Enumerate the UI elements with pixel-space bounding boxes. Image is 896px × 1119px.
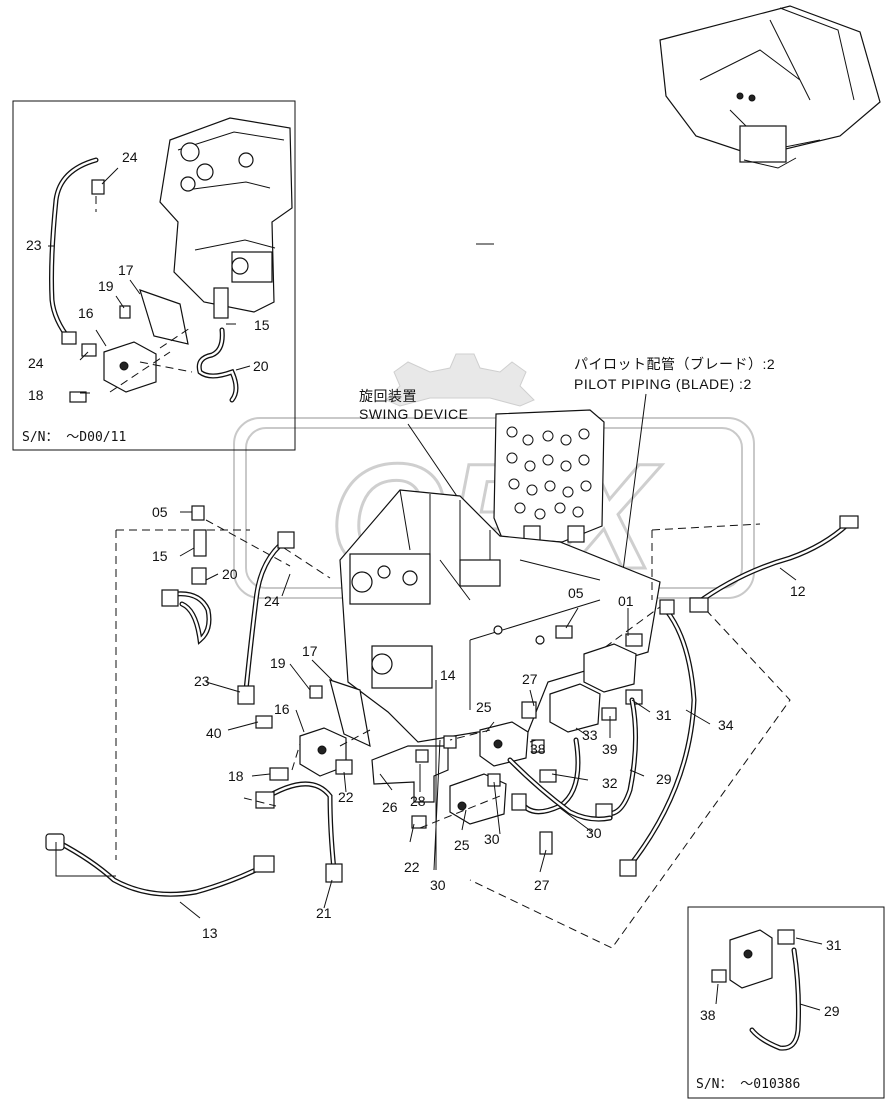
callout-05a: 05 [152,504,168,520]
callout-18: 18 [228,768,244,784]
valve-block-right-upper [549,683,601,733]
swing-device-header-en: SWING DEVICE [359,406,468,422]
callout-27a: 27 [522,671,538,687]
callout-15: 15 [254,317,270,333]
callout-33: 33 [582,727,598,743]
callout-16: 16 [78,305,94,321]
valve-block-01 [583,643,637,693]
callout-17: 17 [118,262,134,278]
callout-13: 13 [202,925,218,941]
inset-frame [12,100,296,451]
callout-24b: 24 [28,355,44,371]
callout-16: 16 [274,701,290,717]
callout-27b: 27 [534,877,550,893]
callout-40: 40 [206,725,222,741]
callout-05b: 05 [568,585,584,601]
callout-31: 31 [826,937,842,953]
inset-bottom-right: S/N： ～010386 31 38 29 [687,906,885,1099]
callout-23: 23 [26,237,42,253]
watermark-gear-icon [385,353,535,407]
callout-14: 14 [440,667,456,683]
callout-20: 20 [253,358,269,374]
inset-serial-number: S/N： ～010386 [696,1077,800,1092]
callout-39: 39 [602,741,618,757]
pilot-valve-block [493,409,605,543]
swing-device-header-jp: 旋回装置 [359,388,417,404]
callout-20: 20 [222,566,238,582]
callout-18: 18 [28,387,44,403]
main-control-valve [339,489,661,743]
callout-38: 38 [530,741,546,757]
hose-20 [173,591,212,645]
callout-12: 12 [790,583,806,599]
callout-38: 38 [700,1007,716,1023]
hose-13 [55,839,267,897]
control-valve-small [159,117,293,319]
boundary-dash [115,523,791,949]
bracket-17-inset [139,289,189,345]
pilot-piping-header-jp: パイロット配管（ブレード）:2 [574,356,775,372]
callout-30b: 30 [586,825,602,841]
callout-25b: 25 [454,837,470,853]
callout-25a: 25 [476,699,492,715]
callout-34: 34 [718,717,734,733]
bracket-17 [329,679,371,748]
callout-15: 15 [152,548,168,564]
valve-block-16-inset [103,341,157,393]
leader-lines [55,511,797,919]
callout-26: 26 [382,799,398,815]
hose-20-inset [196,327,239,403]
callout-29: 29 [656,771,672,787]
callout-21: 21 [316,905,332,921]
callout-28: 28 [410,793,426,809]
callout-24: 24 [122,149,138,165]
callout-22a: 22 [338,789,354,805]
excavator-thumbnail [476,5,881,245]
fitting-05 [191,505,205,521]
valve-block-25a [479,721,529,767]
callout-32: 32 [602,775,618,791]
inset-serial-number: S/N： ～D00/11 [22,430,126,445]
callout-31: 31 [656,707,672,723]
fitting-15 [193,529,207,557]
callout-30c: 30 [430,877,446,893]
callout-22b: 22 [404,859,420,875]
callout-23: 23 [194,673,210,689]
pilot-piping-header-en: PILOT PIPING (BLADE) :2 [574,376,752,392]
inset-top-left: S/N： ～D00/11 24 23 17 19 16 1 [12,100,296,451]
callout-01: 01 [618,593,634,609]
callout-30a: 30 [484,831,500,847]
callout-19: 19 [270,655,286,671]
callout-19: 19 [98,278,114,294]
plate-26 [371,745,449,803]
callout-24: 24 [264,593,280,609]
inset-frame [687,906,885,1099]
callout-29: 29 [824,1003,840,1019]
callout-17: 17 [302,643,318,659]
